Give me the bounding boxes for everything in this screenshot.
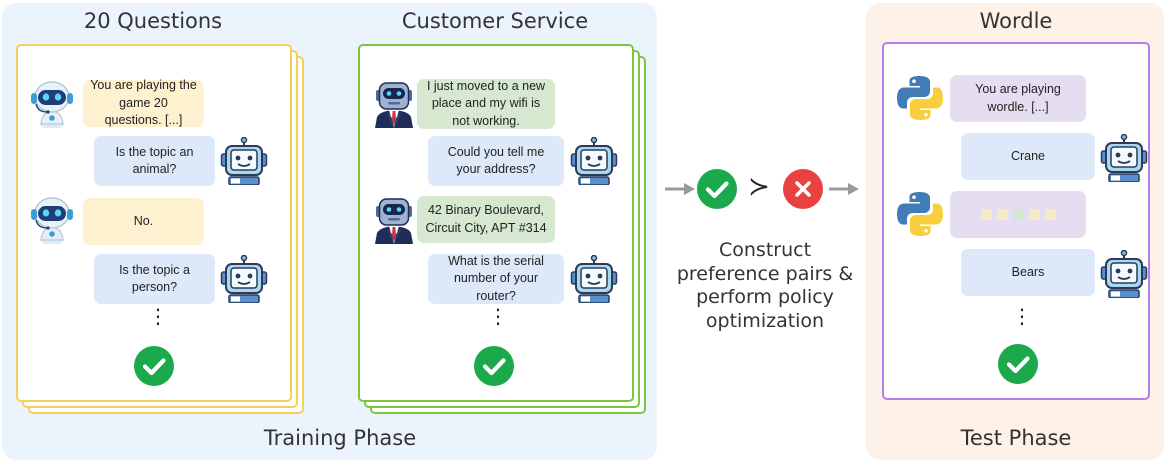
guess-crane: Crane (961, 133, 1095, 180)
preference-symbol: ≻ (748, 172, 770, 202)
chat-bubble-address: 42 Binary Boulevard, Circuit City, APT #… (417, 196, 555, 243)
chat-bubble-answer-no: No. (83, 198, 204, 245)
ai-robot-icon (570, 255, 618, 303)
feedback-square (1012, 209, 1024, 220)
check-icon (998, 344, 1038, 384)
robot-suit-icon (374, 82, 414, 128)
feedback-square (1044, 209, 1056, 220)
feedback-square (996, 209, 1008, 220)
arrow-right-icon (665, 183, 695, 195)
cross-icon (783, 169, 823, 209)
chat-bubble-wordle-prompt: You are playing wordle. [...] (950, 75, 1086, 122)
check-icon (134, 346, 174, 386)
guess-bears: Bears (961, 249, 1095, 296)
questions-title: 20 Questions (83, 9, 223, 33)
vertical-ellipsis-icon: ⋮ (1012, 304, 1032, 328)
ai-robot-icon (1100, 250, 1148, 298)
test-phase-label: Test Phase (960, 426, 1072, 450)
check-icon (474, 346, 514, 386)
robot-headset-icon (30, 197, 74, 244)
chat-bubble-system-prompt: You are playing the game 20 questions. [… (83, 78, 204, 127)
robot-suit-icon (374, 198, 414, 244)
wordle-title: Wordle (979, 9, 1053, 33)
vertical-ellipsis-icon: ⋮ (488, 304, 508, 328)
chat-bubble-ask-serial: What is the serial number of your router… (428, 254, 564, 304)
python-logo-icon (897, 192, 943, 236)
ai-robot-icon (1100, 134, 1148, 182)
chat-bubble-wifi-issue: I just moved to a new place and my wifi … (417, 79, 555, 129)
ai-robot-icon (220, 137, 268, 185)
check-icon (697, 169, 737, 209)
chat-bubble-question-animal: Is the topic an animal? (94, 136, 215, 186)
robot-headset-icon (30, 81, 74, 128)
ai-robot-icon (220, 255, 268, 303)
feedback-square (1028, 209, 1040, 220)
feedback-square (980, 209, 992, 220)
wordle-feedback (950, 191, 1086, 238)
chat-bubble-ask-address: Could you tell me your address? (428, 136, 564, 186)
arrow-right-icon (829, 183, 859, 195)
ai-robot-icon (570, 137, 618, 185)
python-logo-icon (897, 76, 943, 120)
chat-bubble-question-person: Is the topic a person? (94, 254, 215, 304)
training-phase-label: Training Phase (263, 426, 417, 450)
method-description: Construct preference pairs & perform pol… (676, 239, 854, 332)
vertical-ellipsis-icon: ⋮ (148, 304, 168, 328)
customer-title: Customer Service (401, 9, 589, 33)
